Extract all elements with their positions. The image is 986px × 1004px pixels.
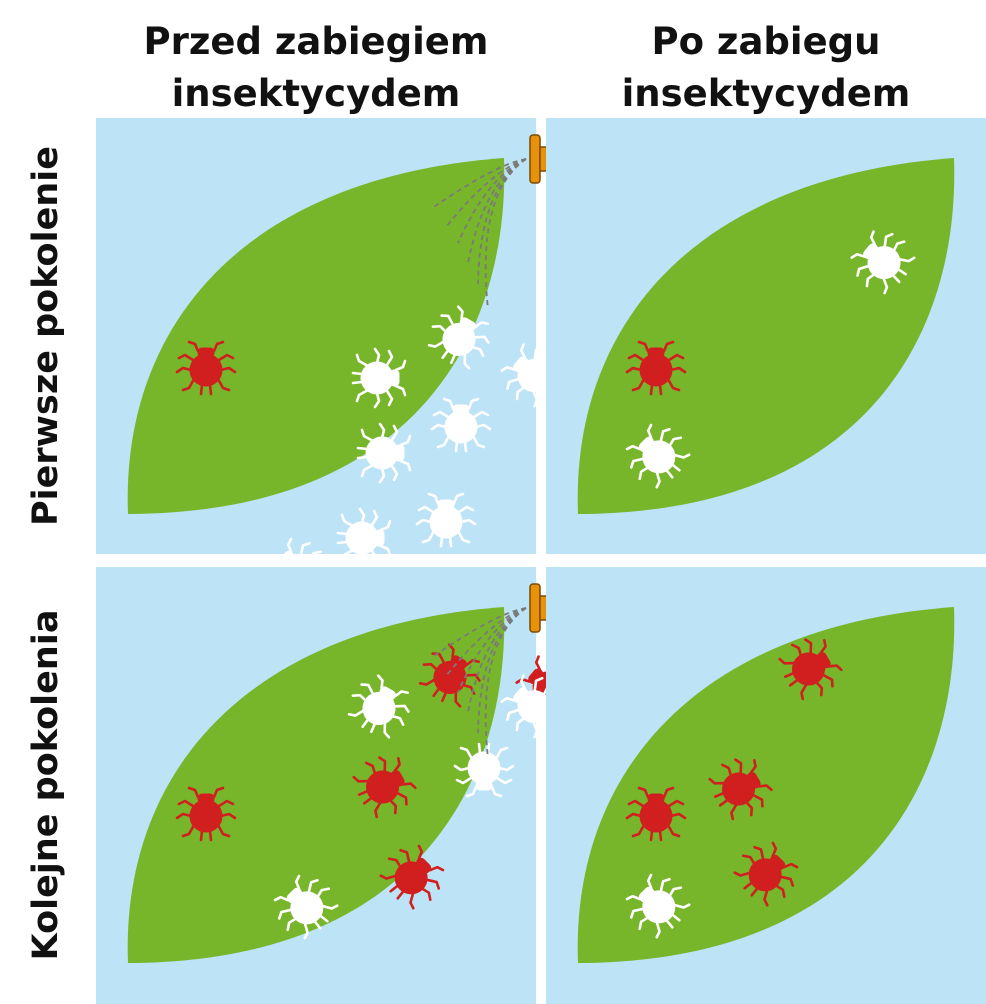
leaf — [577, 158, 955, 514]
column-header-before-line1: Przed zabiegiem — [143, 20, 489, 63]
panel-first-before — [96, 118, 573, 610]
spray-lines — [430, 607, 527, 759]
leaf — [127, 158, 505, 514]
panel-next-after — [546, 567, 986, 1004]
column-header-before: Przed zabiegiem insektycydem — [96, 16, 536, 120]
column-header-after-line2: insektycydem — [621, 72, 911, 115]
panel-first-after — [546, 118, 986, 554]
panel-next-before — [96, 567, 588, 1004]
column-header-before-line2: insektycydem — [171, 72, 461, 115]
column-header-after-line1: Po zabiegu — [651, 20, 881, 63]
spray-lines — [430, 158, 527, 310]
column-header-after: Po zabiegu insektycydem — [546, 16, 986, 120]
leaf — [127, 607, 505, 963]
